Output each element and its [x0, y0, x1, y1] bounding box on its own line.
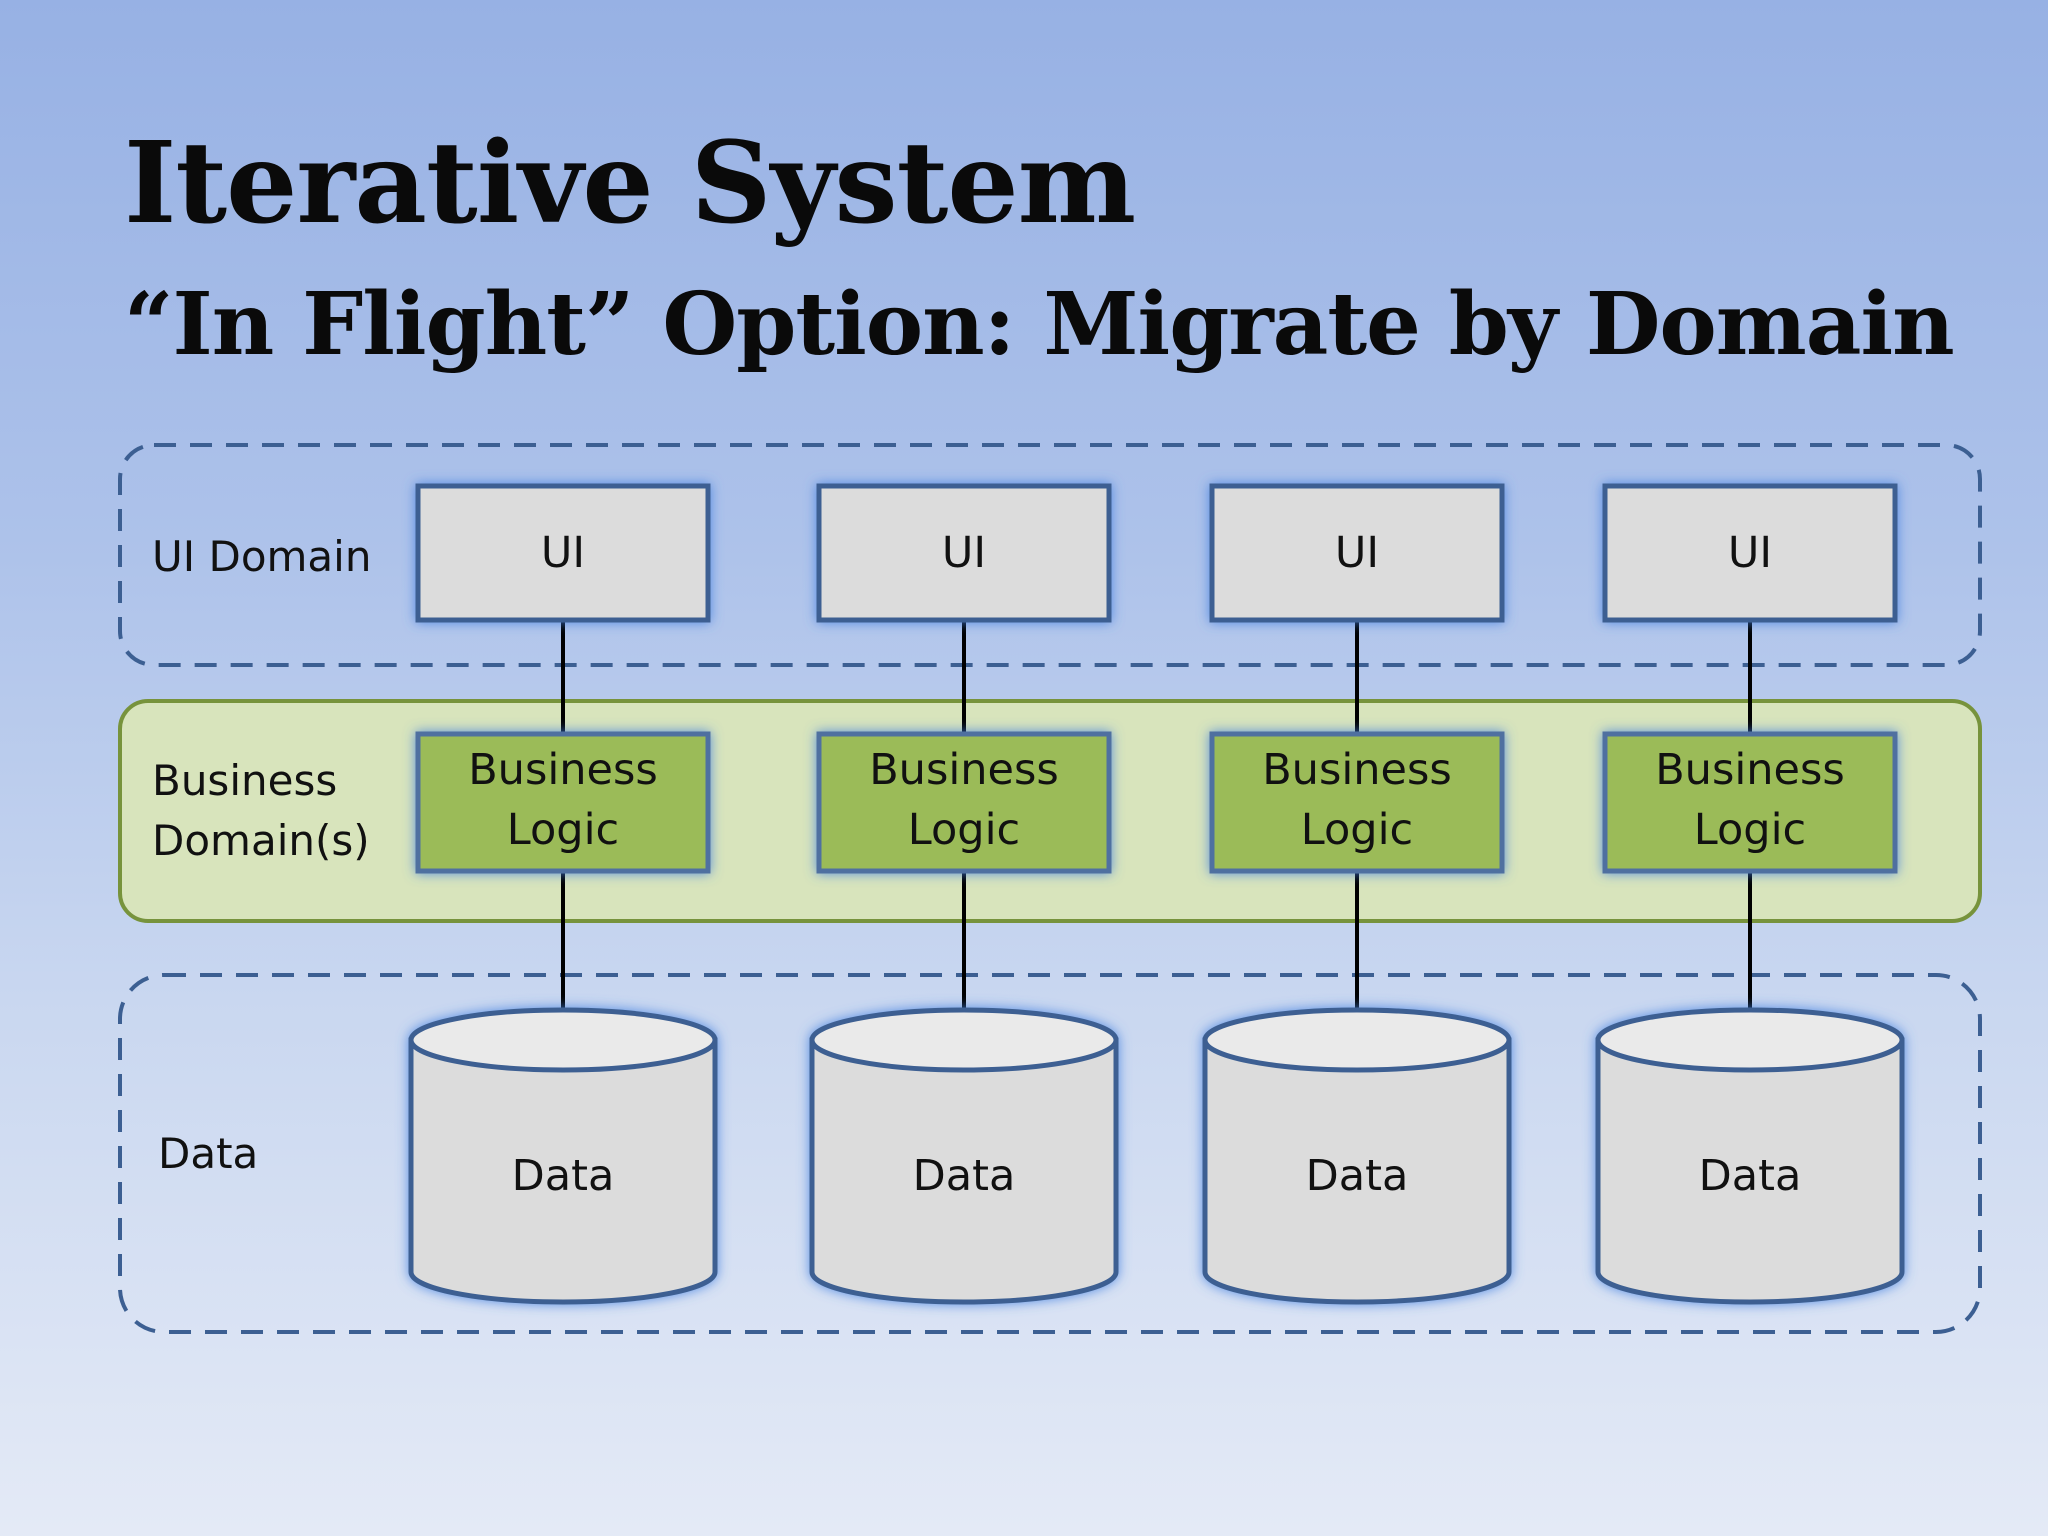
business-logic-label-line2: Logic	[506, 805, 620, 855]
data-stores	[408, 1007, 1905, 1305]
business-logic-box	[816, 731, 1112, 874]
slide-title: Iterative System	[124, 118, 1136, 249]
slide-subtitle: “In Flight” Option: Migrate by Domain	[124, 274, 1955, 375]
business-logic-label-line1: Business	[869, 745, 1059, 795]
business-logic-label-line1: Business	[468, 745, 658, 795]
ui-box-label: UI	[540, 528, 586, 578]
ui-box	[816, 483, 1112, 623]
data-store-cylinder	[1202, 1007, 1512, 1305]
business-logic-label-line2: Logic	[1300, 805, 1414, 855]
business-logic-label-line1: Business	[1655, 745, 1845, 795]
ui-boxes	[415, 483, 1898, 623]
business-logic-box	[1602, 731, 1898, 874]
ui-box-label: UI	[941, 528, 987, 578]
ui-domain-label: UI Domain	[152, 532, 372, 581]
data-store-label: Data	[511, 1151, 615, 1201]
business-logic-label-line2: Logic	[1693, 805, 1807, 855]
business-domain-label-line1: Business	[152, 756, 338, 805]
ui-domain-region	[118, 443, 1982, 667]
data-store-label: Data	[1305, 1151, 1409, 1201]
business-logic-label-line1: Business	[1262, 745, 1452, 795]
data-layer-label: Data	[158, 1129, 259, 1178]
ui-box-label: UI	[1334, 528, 1380, 578]
business-logic-box	[1209, 731, 1505, 874]
ui-box-label: UI	[1727, 528, 1773, 578]
data-store-cylinder	[1595, 1007, 1905, 1305]
logic-boxes	[415, 731, 1898, 874]
business-logic-label-line2: Logic	[907, 805, 1021, 855]
ui-box	[1602, 483, 1898, 623]
business-domain-label-line2: Domain(s)	[152, 816, 370, 865]
data-store-cylinder	[809, 1007, 1119, 1305]
data-store-label: Data	[1698, 1151, 1802, 1201]
ui-box	[415, 483, 711, 623]
data-store-label: Data	[912, 1151, 1016, 1201]
business-logic-box	[415, 731, 711, 874]
data-domain-region	[118, 973, 1982, 1334]
ui-box	[1209, 483, 1505, 623]
data-store-cylinder	[408, 1007, 718, 1305]
